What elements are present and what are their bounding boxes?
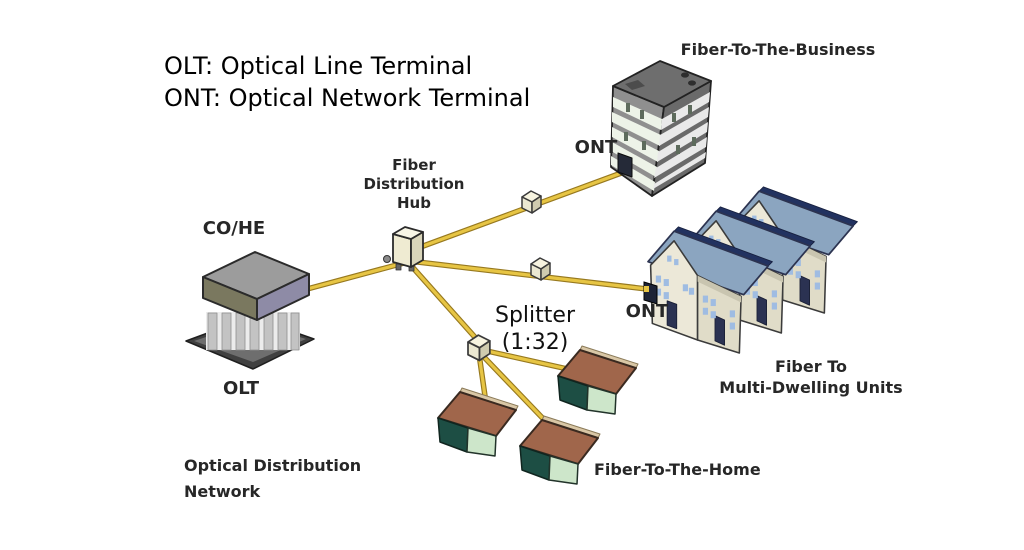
business-roof bbox=[612, 60, 712, 108]
legend-olt: OLT: Optical Line Terminal bbox=[164, 52, 473, 80]
business-roof-vent bbox=[681, 72, 689, 78]
fiber-co-to-hub bbox=[294, 261, 406, 294]
mdu-ont-fiber-port bbox=[644, 286, 649, 292]
label-fiber-to-the-home: Fiber-To-The-Home bbox=[594, 460, 761, 479]
label-fiber-to-mdu: Fiber To Multi-Dwelling Units bbox=[719, 357, 903, 397]
fiber-hub-to-splitter bbox=[405, 259, 483, 346]
fiber-hub-to-mdu bbox=[407, 259, 649, 291]
business-roof-hatch bbox=[625, 80, 645, 90]
label-co-he: CO/HE bbox=[202, 218, 266, 239]
home-right bbox=[557, 345, 639, 415]
fiber-hub-to-business bbox=[405, 170, 626, 254]
fiber-distribution-hub-cabinet bbox=[383, 226, 424, 272]
business-window-bands-right bbox=[653, 92, 710, 189]
central-office-building bbox=[185, 251, 315, 370]
label-fiber-to-the-business: Fiber-To-The-Business bbox=[680, 40, 876, 59]
label-ont-business: ONT bbox=[574, 137, 618, 158]
label-splitter: Splitter (1:32) bbox=[495, 303, 575, 355]
legend-ont: ONT: Optical Network Terminal bbox=[164, 84, 531, 112]
label-fiber-distribution-hub: Fiber Distribution Hub bbox=[363, 156, 465, 212]
business-roof-vent bbox=[688, 80, 696, 86]
label-olt: OLT bbox=[222, 378, 260, 399]
hub-top-face bbox=[392, 226, 424, 240]
label-ont-mdu: ONT bbox=[625, 301, 669, 322]
legend: OLT: Optical Line Terminal ONT: Optical … bbox=[164, 50, 530, 114]
label-optical-distribution-network: Optical Distribution Network bbox=[184, 456, 362, 501]
closure-cube-mdu-line bbox=[530, 257, 551, 281]
co-roof-right-band bbox=[256, 273, 310, 321]
home-left bbox=[437, 387, 519, 457]
business-window-mullions bbox=[624, 103, 696, 154]
business-building bbox=[610, 60, 712, 197]
fiber-splitter-to-home-middle bbox=[480, 353, 556, 432]
home-middle bbox=[519, 415, 601, 485]
splitter-cube bbox=[467, 334, 491, 362]
business-ont-box bbox=[617, 152, 633, 178]
closure-cube-business-line bbox=[521, 190, 542, 214]
mdu-buildings bbox=[643, 185, 859, 354]
